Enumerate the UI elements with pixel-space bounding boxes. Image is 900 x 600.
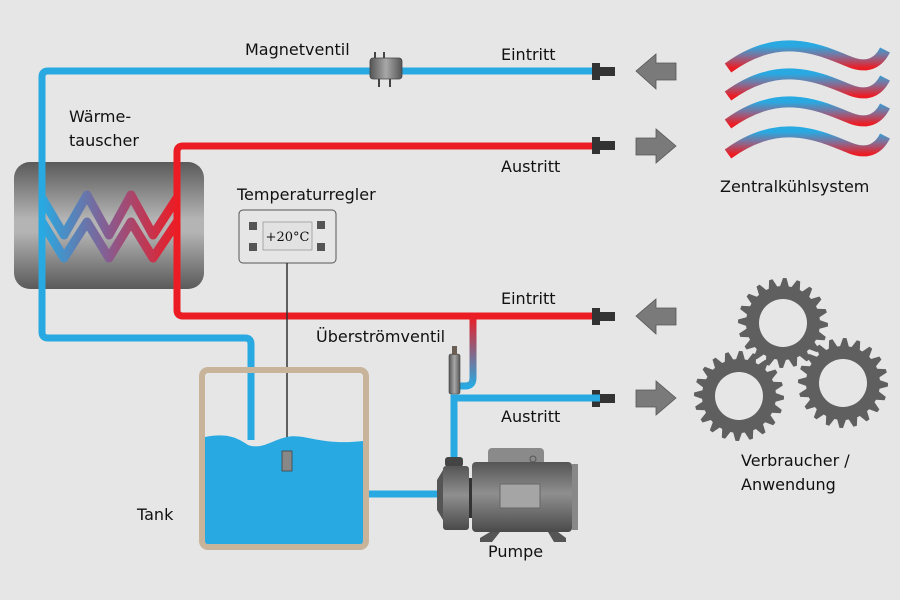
tank-frame	[199, 367, 369, 550]
temperature-display: +20°C	[266, 230, 310, 245]
pump-icon	[437, 448, 578, 542]
arrow-right-icon	[635, 128, 677, 164]
overflow-valve-icon	[448, 353, 461, 395]
gear-top-icon	[738, 278, 828, 368]
temperature-controller[interactable]: +20°C	[238, 209, 337, 264]
heat-exchanger-coil-upper	[38, 190, 181, 240]
central-cooling-system-label: Zentralkühlsystem	[720, 177, 869, 196]
consumer-inlet-label: Eintritt	[501, 289, 556, 308]
central-inlet-label: Eintritt	[501, 45, 556, 64]
tank-label: Tank	[136, 505, 174, 524]
connector-central-outlet	[592, 137, 615, 154]
arrow-left-icon	[635, 53, 677, 90]
arrow-right-icon	[635, 380, 677, 416]
consumer-label: Verbraucher /	[741, 451, 850, 470]
arrow-left-icon	[635, 298, 677, 335]
hot-pipe-main	[173, 142, 600, 320]
temperature-sensor	[281, 450, 293, 472]
solenoid-valve-label: Magnetventil	[245, 40, 350, 59]
cold-pipe-pump-outlet	[450, 394, 600, 460]
heat-exchanger-coil-lower	[38, 217, 181, 263]
heat-exchanger-label: Wärme-	[69, 107, 131, 126]
gear-left-icon	[694, 351, 784, 441]
consumer-outlet-label: Austritt	[501, 407, 560, 426]
central-outlet-label: Austritt	[501, 157, 560, 176]
consumer-label-2: Anwendung	[741, 475, 836, 494]
heat-exchanger-label-2: tauscher	[69, 131, 139, 150]
overflow-pipe	[458, 316, 477, 390]
connector-consumer-inlet	[592, 308, 615, 325]
gear-right-icon	[798, 338, 888, 428]
pump-label: Pumpe	[488, 542, 543, 561]
solenoid-valve-icon	[369, 52, 403, 87]
cold-pipe-main	[38, 67, 600, 440]
tank-water	[205, 435, 363, 544]
consumer-gears-icon	[694, 278, 888, 441]
temperature-controller-label: Temperaturregler	[236, 185, 376, 204]
connector-central-inlet	[592, 63, 615, 80]
overflow-valve-label: Überströmventil	[316, 327, 445, 346]
central-cooling-system-icon	[724, 40, 890, 159]
overflow-valve-stem	[452, 346, 457, 355]
